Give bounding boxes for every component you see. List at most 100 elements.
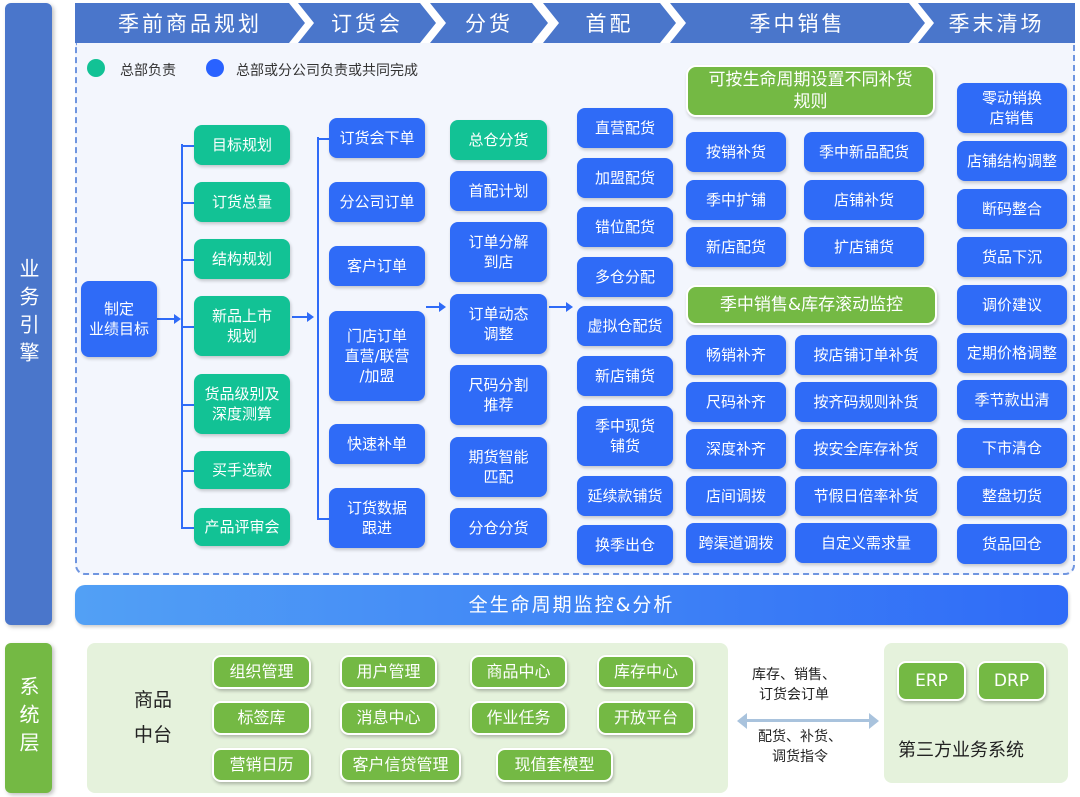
planning-item: 产品评审会 [194, 508, 290, 546]
clearance-item: 店铺结构调整 [957, 141, 1067, 181]
ordering-bracket [317, 137, 319, 519]
rule-header: 可按生命周期设置不同补货 规则 [686, 65, 935, 117]
arrow-start-to-planning [157, 314, 181, 324]
monitor-item: 自定义需求量 [795, 523, 937, 563]
product-platform-label: 商品 中台 [134, 689, 173, 746]
planning-item: 买手选款 [194, 451, 290, 489]
ordering-item: 快速补单 [329, 424, 425, 464]
system-module[interactable]: 作业任务 [470, 701, 567, 735]
system-module[interactable]: 营销日历 [212, 748, 311, 782]
flow-up-text: 库存、销售、 订货会订单 [752, 667, 836, 703]
business-engine-label: 业务引擎 [5, 3, 52, 625]
legend-hq-label: 总部负责 [120, 63, 176, 79]
third-party-label: 第三方业务系统 [898, 740, 1024, 761]
planning-bracket [181, 144, 183, 528]
distribution-item: 订单动态 调整 [450, 294, 547, 354]
rule-item: 季中扩铺 [686, 180, 786, 220]
connector [181, 326, 194, 328]
planning-item: 新品上市 规划 [194, 296, 290, 356]
distribution-item: 期货智能 匹配 [450, 437, 547, 497]
planning-item: 目标规划 [194, 125, 290, 165]
system-module[interactable]: 商品中心 [470, 655, 567, 689]
first-allocation-item: 直营配货 [577, 108, 673, 148]
clearance-item: 调价建议 [957, 285, 1067, 325]
system-module[interactable]: 现值套模型 [496, 748, 613, 782]
clearance-item: 货品回仓 [957, 524, 1067, 564]
flow-down-text: 配货、补货、 调货指令 [758, 729, 842, 765]
monitor-item: 畅销补齐 [686, 335, 786, 375]
distribution-item: 首配计划 [450, 171, 547, 211]
legend-shared-label: 总部或分公司负责或共同完成 [236, 63, 418, 79]
arrow-ordering-to-distribution [426, 302, 446, 312]
system-module[interactable]: 组织管理 [212, 655, 311, 689]
monitor-header: 季中销售&库存滚动监控 [686, 285, 937, 325]
third-party-system[interactable]: ERP [897, 661, 966, 701]
system-module[interactable]: 库存中心 [597, 655, 695, 689]
monitor-item: 跨渠道调拨 [686, 523, 786, 563]
bidirectional-arrow [746, 719, 870, 722]
connector [181, 470, 194, 472]
arrow-distribution-to-first [549, 302, 573, 312]
monitor-item: 尺码补齐 [686, 382, 786, 422]
phase-5[interactable]: 季中销售 [670, 3, 925, 43]
system-layer-label: 系统层 [5, 643, 52, 793]
first-allocation-item: 延续款铺货 [577, 476, 673, 516]
rule-item: 新店配货 [686, 227, 786, 267]
system-module[interactable]: 标签库 [212, 701, 311, 735]
clearance-item: 定期价格调整 [957, 333, 1067, 373]
distribution-item: 订单分解 到店 [450, 222, 547, 282]
distribution-item: 尺码分割 推荐 [450, 365, 547, 425]
distribution-item: 分仓分货 [450, 508, 547, 548]
phase-3[interactable]: 分货 [430, 3, 548, 43]
planning-item: 货品级别及 深度测算 [194, 374, 290, 434]
phase-1[interactable]: 季前商品规划 [75, 3, 305, 43]
connector [317, 138, 329, 140]
first-allocation-item: 季中现货 铺货 [577, 406, 673, 466]
phase-6[interactable]: 季末清场 [918, 3, 1075, 43]
rule-item: 店铺补货 [804, 180, 924, 220]
system-module[interactable]: 开放平台 [597, 701, 695, 735]
phase-4[interactable]: 首配 [543, 3, 676, 43]
ordering-item: 分公司订单 [329, 182, 425, 222]
legend-hq-dot [87, 59, 105, 77]
monitor-item: 店间调拨 [686, 476, 786, 516]
system-module[interactable]: 客户信贷管理 [340, 748, 461, 782]
monitor-item: 节假日倍率补货 [795, 476, 937, 516]
lifecycle-monitor-bar: 全生命周期监控&分析 [75, 585, 1068, 625]
system-module[interactable]: 用户管理 [340, 655, 437, 689]
clearance-item: 断码整合 [957, 189, 1067, 229]
rule-item: 扩店铺货 [804, 227, 924, 267]
rule-item: 按销补货 [686, 132, 786, 172]
first-allocation-item: 虚拟仓配货 [577, 306, 673, 346]
clearance-item: 零动销换 店销售 [957, 83, 1067, 133]
connector [317, 518, 329, 520]
arrow-head-left [737, 713, 747, 729]
ordering-item: 订货数据 跟进 [329, 488, 425, 548]
third-party-system[interactable]: DRP [977, 661, 1046, 701]
connector [181, 259, 194, 261]
phase-2[interactable]: 订货会 [298, 3, 436, 43]
ordering-item: 订货会下单 [329, 118, 425, 158]
connector [181, 527, 194, 529]
arrow-planning-to-ordering [292, 312, 314, 322]
arrow-head-right [869, 713, 879, 729]
monitor-item: 按店铺订单补货 [795, 335, 937, 375]
system-module[interactable]: 消息中心 [340, 701, 437, 735]
start-box: 制定 业绩目标 [81, 281, 157, 357]
ordering-item: 门店订单 直营/联营 /加盟 [329, 311, 425, 401]
first-allocation-item: 加盟配货 [577, 158, 673, 198]
first-allocation-item: 换季出仓 [577, 525, 673, 565]
clearance-item: 货品下沉 [957, 237, 1067, 277]
monitor-item: 按安全库存补货 [795, 429, 937, 469]
connector [181, 202, 194, 204]
planning-item: 结构规划 [194, 239, 290, 279]
legend-shared-dot [206, 59, 224, 77]
monitor-item: 深度补齐 [686, 429, 786, 469]
first-allocation-item: 错位配货 [577, 207, 673, 247]
distribution-item: 总仓分货 [450, 120, 547, 160]
clearance-item: 整盘切货 [957, 476, 1067, 516]
monitor-item: 按齐码规则补货 [795, 382, 937, 422]
ordering-item: 客户订单 [329, 246, 425, 286]
connector [181, 145, 194, 147]
clearance-item: 季节款出清 [957, 380, 1067, 420]
